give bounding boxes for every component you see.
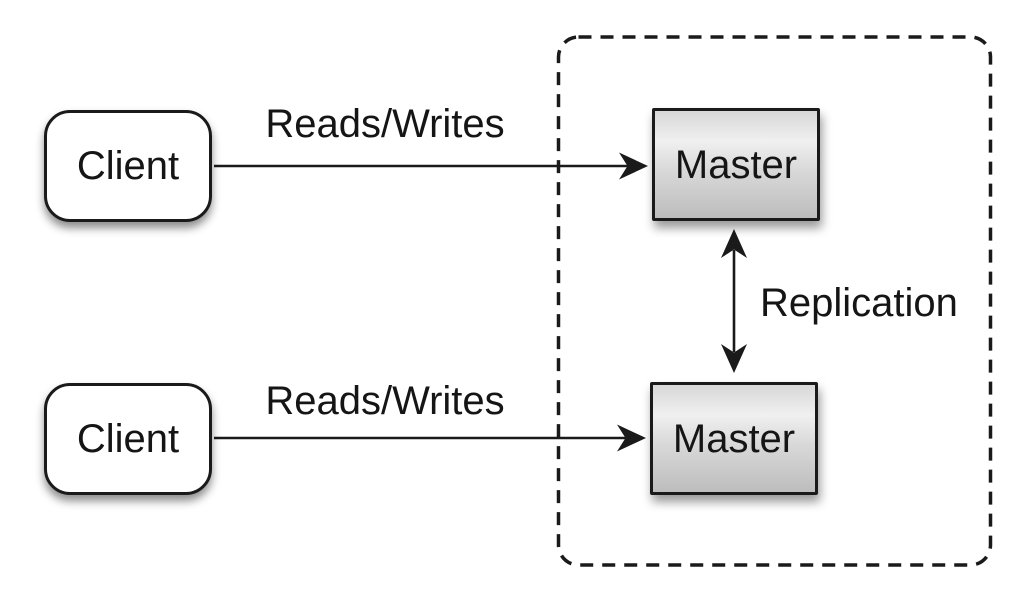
master-node-top: Master <box>652 108 820 221</box>
client-node-bottom-label: Client <box>76 417 180 461</box>
master-node-bottom-label: Master <box>672 416 796 461</box>
replication-label: Replication <box>760 281 958 325</box>
arrowhead-right-icon <box>617 424 646 452</box>
replication-arrow <box>721 229 747 373</box>
reads-writes-arrow-top <box>214 152 648 180</box>
client-node-top: Client <box>44 110 212 222</box>
reads-writes-label-bottom: Reads/Writes <box>265 379 505 423</box>
master-node-top-label: Master <box>674 142 798 187</box>
arrowhead-down-icon <box>721 344 747 373</box>
reads-writes-arrow-bottom <box>214 424 646 452</box>
master-node-bottom: Master <box>650 382 818 495</box>
client-node-top-label: Client <box>76 144 180 188</box>
replication-group-border <box>556 35 993 567</box>
arrowhead-right-icon <box>619 152 648 180</box>
reads-writes-label-top: Reads/Writes <box>265 102 505 146</box>
client-node-bottom: Client <box>44 383 212 495</box>
arrowhead-up-icon <box>721 229 747 258</box>
